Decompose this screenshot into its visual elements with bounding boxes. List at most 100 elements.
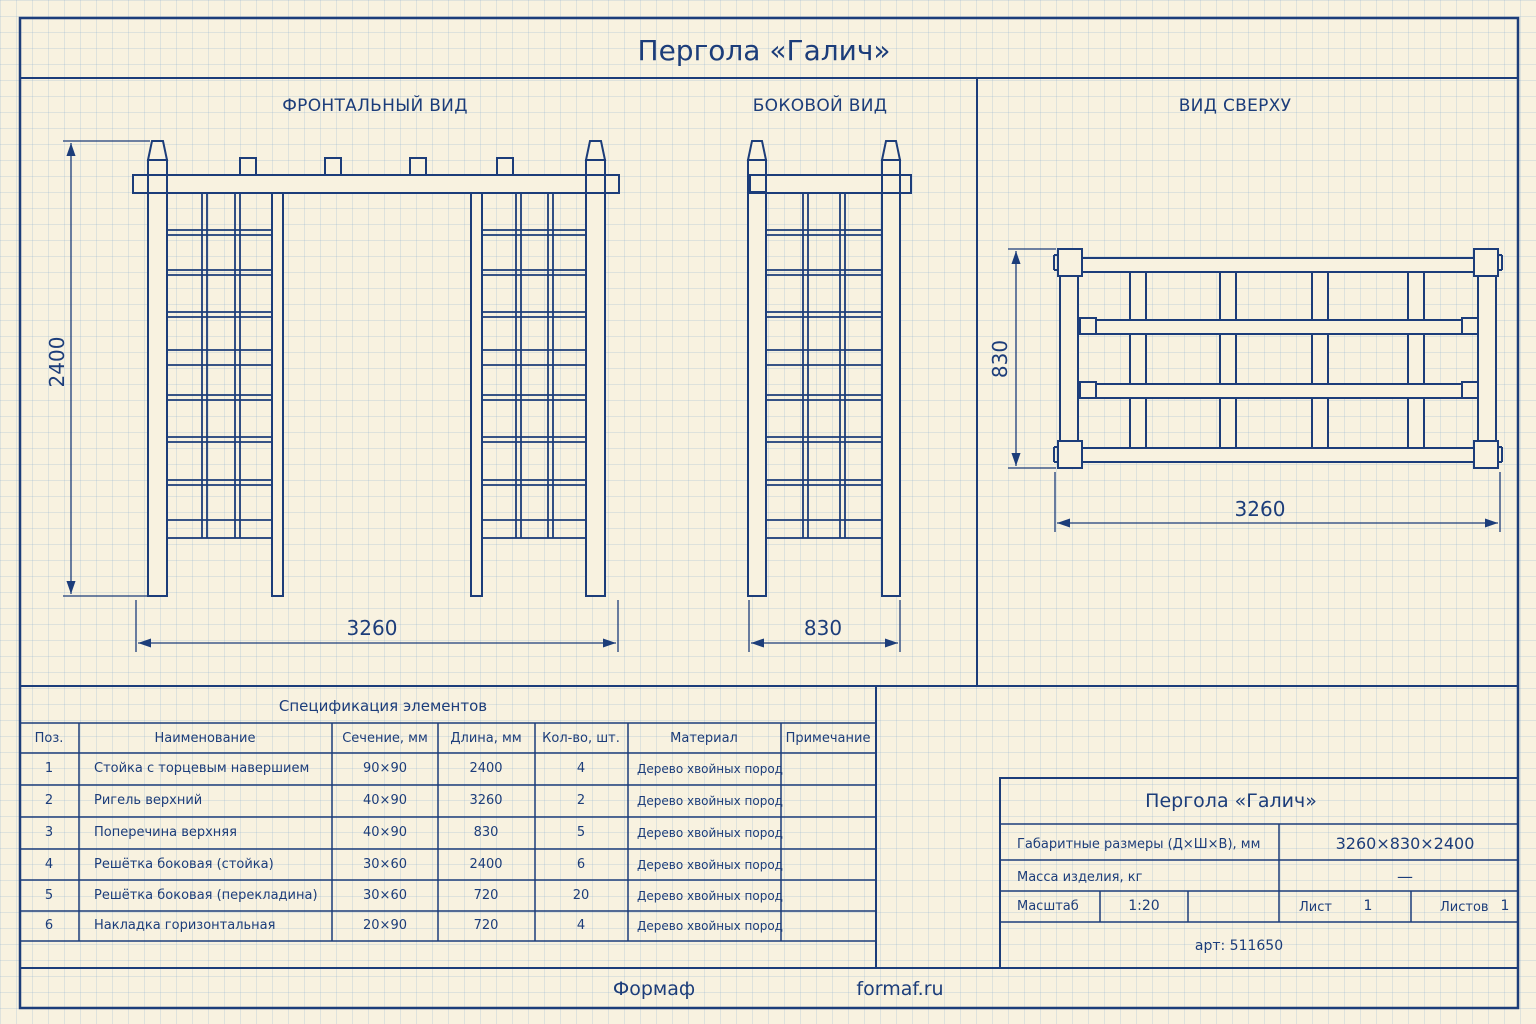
side-width-dimension	[748, 600, 901, 652]
top-view-drawing	[1008, 248, 1503, 532]
spec-cell-name: Решётка боковая (перекладина)	[94, 888, 318, 903]
spec-cell-material: Дерево хвойных пород	[637, 826, 783, 840]
spec-cell-pos: 2	[44, 793, 54, 808]
front-height-value: 2400	[45, 336, 69, 388]
front-inner-post-left	[271, 192, 284, 597]
front-post-left	[147, 159, 168, 597]
titleblock-mass-label: Масса изделия, кг	[1017, 870, 1143, 885]
top-lattice-rail	[1081, 383, 1477, 399]
top-crosspieces	[1129, 271, 1425, 449]
spec-cell-qty: 5	[576, 825, 586, 840]
spec-cell-material: Дерево хвойных пород	[637, 794, 783, 808]
front-post-finial	[584, 140, 607, 161]
titleblock-sheets-value: 1	[1500, 898, 1510, 914]
spec-cell-pos: 3	[44, 825, 54, 840]
side-lattice	[765, 192, 883, 539]
spec-table-grid	[20, 722, 876, 942]
spec-cell-name: Накладка горизонтальная	[94, 918, 276, 933]
page-title: Пергола «Галич»	[637, 34, 891, 67]
front-width-dimension	[135, 600, 619, 652]
spec-cell-length: 720	[473, 918, 499, 933]
top-view-label: ВИД СВЕРХУ	[1178, 96, 1292, 116]
front-crossbeam-end	[239, 157, 257, 176]
spec-cell-length: 720	[473, 888, 499, 903]
front-view-drawing	[63, 140, 620, 652]
spec-cell-material: Дерево хвойных пород	[637, 919, 783, 933]
spec-cell-qty: 20	[572, 888, 590, 903]
spec-header-name: Наименование	[154, 731, 256, 746]
titleblock-scale-label: Масштаб	[1017, 899, 1079, 914]
spec-header-material: Материал	[670, 731, 738, 746]
spec-header-pos: Поз.	[34, 731, 64, 746]
top-lattice-rail	[1081, 319, 1477, 335]
spec-header-note: Примечание	[785, 731, 871, 746]
front-crossbeam-end	[409, 157, 427, 176]
spec-cell-section: 30×60	[363, 857, 407, 872]
spec-header-length: Длина, мм	[450, 731, 522, 746]
spec-cell-length: 2400	[469, 857, 503, 872]
top-beam-front	[1059, 447, 1495, 463]
top-side-rail-left	[1059, 271, 1079, 449]
side-post-finial	[746, 140, 768, 161]
titleblock-name: Пергола «Галич»	[1145, 790, 1317, 812]
title-block-grid	[999, 777, 1519, 969]
spec-cell-qty: 4	[576, 761, 586, 776]
top-width-value: 3260	[1234, 497, 1286, 521]
side-post-finial	[880, 140, 902, 161]
side-width-value: 830	[803, 616, 843, 640]
spec-cell-section: 30×60	[363, 888, 407, 903]
side-beam-end	[749, 174, 767, 193]
front-inner-post-right	[470, 192, 483, 597]
titleblock-sheet-label: Лист	[1299, 900, 1332, 915]
top-width-dimension	[1054, 472, 1501, 532]
side-post-right	[881, 159, 901, 597]
front-height-dimension	[63, 140, 150, 597]
spec-cell-qty: 6	[576, 857, 586, 872]
spec-cell-pos: 1	[44, 761, 54, 776]
front-right-lattice	[481, 192, 587, 539]
side-post-left	[747, 159, 767, 597]
spec-cell-length: 2400	[469, 761, 503, 776]
titleblock-sheet-value: 1	[1363, 898, 1373, 914]
spec-cell-pos: 5	[44, 888, 54, 903]
top-depth-value: 830	[988, 339, 1012, 379]
spec-cell-pos: 6	[44, 918, 54, 933]
spec-cell-qty: 4	[576, 918, 586, 933]
spec-title: Спецификация элементов	[278, 697, 488, 715]
footer-brand: Формаф	[612, 978, 696, 1000]
front-left-lattice	[166, 192, 273, 539]
front-view-label: ФРОНТАЛЬНЫЙ ВИД	[282, 96, 468, 116]
titleblock-size-label: Габаритные размеры (Д×Ш×В), мм	[1017, 837, 1261, 852]
spec-cell-qty: 2	[576, 793, 586, 808]
front-top-beam	[132, 174, 620, 194]
footer-site-link[interactable]: formaf.ru	[856, 978, 944, 1000]
front-post-right	[585, 159, 606, 597]
top-beam-back	[1059, 257, 1495, 273]
spec-cell-name: Ригель верхний	[94, 793, 203, 808]
spec-cell-pos: 4	[44, 857, 54, 872]
top-posts	[1053, 248, 1503, 469]
top-depth-dimension	[1008, 248, 1056, 469]
titleblock-mass-value: —	[1397, 867, 1413, 886]
front-crossbeam-end	[324, 157, 342, 176]
spec-cell-name: Решётка боковая (стойка)	[94, 857, 274, 872]
spec-cell-section: 90×90	[363, 761, 407, 776]
spec-cell-section: 20×90	[363, 918, 407, 933]
front-crossbeam-end	[496, 157, 514, 176]
spec-cell-material: Дерево хвойных пород	[637, 889, 783, 903]
spec-cell-length: 3260	[469, 793, 503, 808]
spec-header-qty: Кол-во, шт.	[542, 731, 620, 746]
top-side-rail-right	[1477, 271, 1497, 449]
titleblock-size-value: 3260×830×2400	[1335, 834, 1475, 853]
side-view-label: БОКОВОЙ ВИД	[752, 96, 888, 116]
titleblock-scale-value: 1:20	[1128, 898, 1160, 914]
spec-cell-length: 830	[473, 825, 499, 840]
side-view-drawing	[746, 140, 912, 652]
spec-header-section: Сечение, мм	[342, 731, 428, 746]
spec-cell-material: Дерево хвойных пород	[637, 762, 783, 776]
titleblock-article: арт: 511650	[1194, 938, 1284, 954]
front-post-finial	[146, 140, 169, 161]
front-width-value: 3260	[346, 616, 398, 640]
